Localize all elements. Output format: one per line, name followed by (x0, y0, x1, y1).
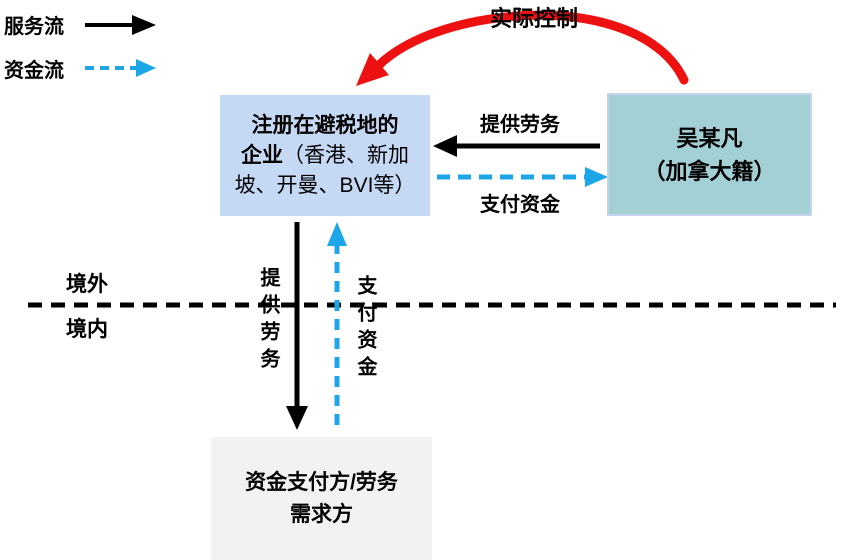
provide-labor-arrowhead-icon (433, 135, 457, 157)
provide-labor-horizontal-label: 提供劳务 (480, 114, 560, 136)
legend-capital-flow-label: 资金流 (4, 60, 64, 82)
provide-labor-vertical-label: 提供劳务 (257, 267, 279, 375)
provide-labor-vertical-arrowhead-icon (286, 406, 308, 430)
offshore-company-title-cont: 企业 (241, 143, 283, 167)
control-arrow-curve (374, 10, 689, 85)
pay-funds-vertical-arrowhead-icon (327, 222, 347, 246)
actual-control-label: 实际控制 (489, 6, 578, 31)
provide-labor-horizontal-arrow (433, 135, 600, 157)
pay-funds-vertical-label: 支付资金 (354, 275, 376, 383)
offshore-company-line2: 企业（香港、新加 (220, 141, 430, 171)
pay-funds-horizontal-label: 支付资金 (480, 194, 560, 216)
legend-service-flow-label: 服务流 (4, 16, 64, 38)
payer-box: 资金支付方/劳务 需求方 (211, 437, 432, 560)
actual-control-arrow (356, 10, 689, 86)
pay-funds-vertical-arrow (327, 222, 347, 425)
offshore-company-line3: 坡、开曼、BVI等） (234, 173, 416, 197)
payer-line1: 资金支付方/劳务 (245, 470, 398, 494)
legend-capital-flow-arrow (85, 59, 156, 77)
offshore-company-box: 注册在避税地的 企业（香港、新加 坡、开曼、BVI等） (220, 95, 430, 216)
payer-line2: 需求方 (290, 502, 353, 526)
person-box: 吴某凡 （加拿大籍） (607, 93, 812, 216)
territory-inside-label: 境内 (66, 318, 108, 341)
person-name: 吴某凡 (676, 125, 743, 151)
person-nationality: （加拿大籍） (643, 158, 776, 184)
offshore-company-detail: （香港、新加 (283, 143, 409, 167)
pay-funds-horizontal-arrow (437, 167, 608, 187)
provide-labor-vertical-arrow (286, 222, 308, 430)
offshore-company-line1: 注册在避税地的 (220, 111, 430, 141)
pay-funds-arrowhead-icon (585, 167, 608, 187)
offshore-company-title: 注册在避税地的 (251, 113, 399, 137)
legend-capital-arrowhead-icon (136, 59, 156, 77)
territory-outside-label: 境外 (66, 273, 108, 296)
control-arrowhead-icon (356, 53, 389, 86)
legend-service-flow-arrow (85, 15, 156, 35)
legend-service-arrowhead-icon (132, 15, 156, 35)
